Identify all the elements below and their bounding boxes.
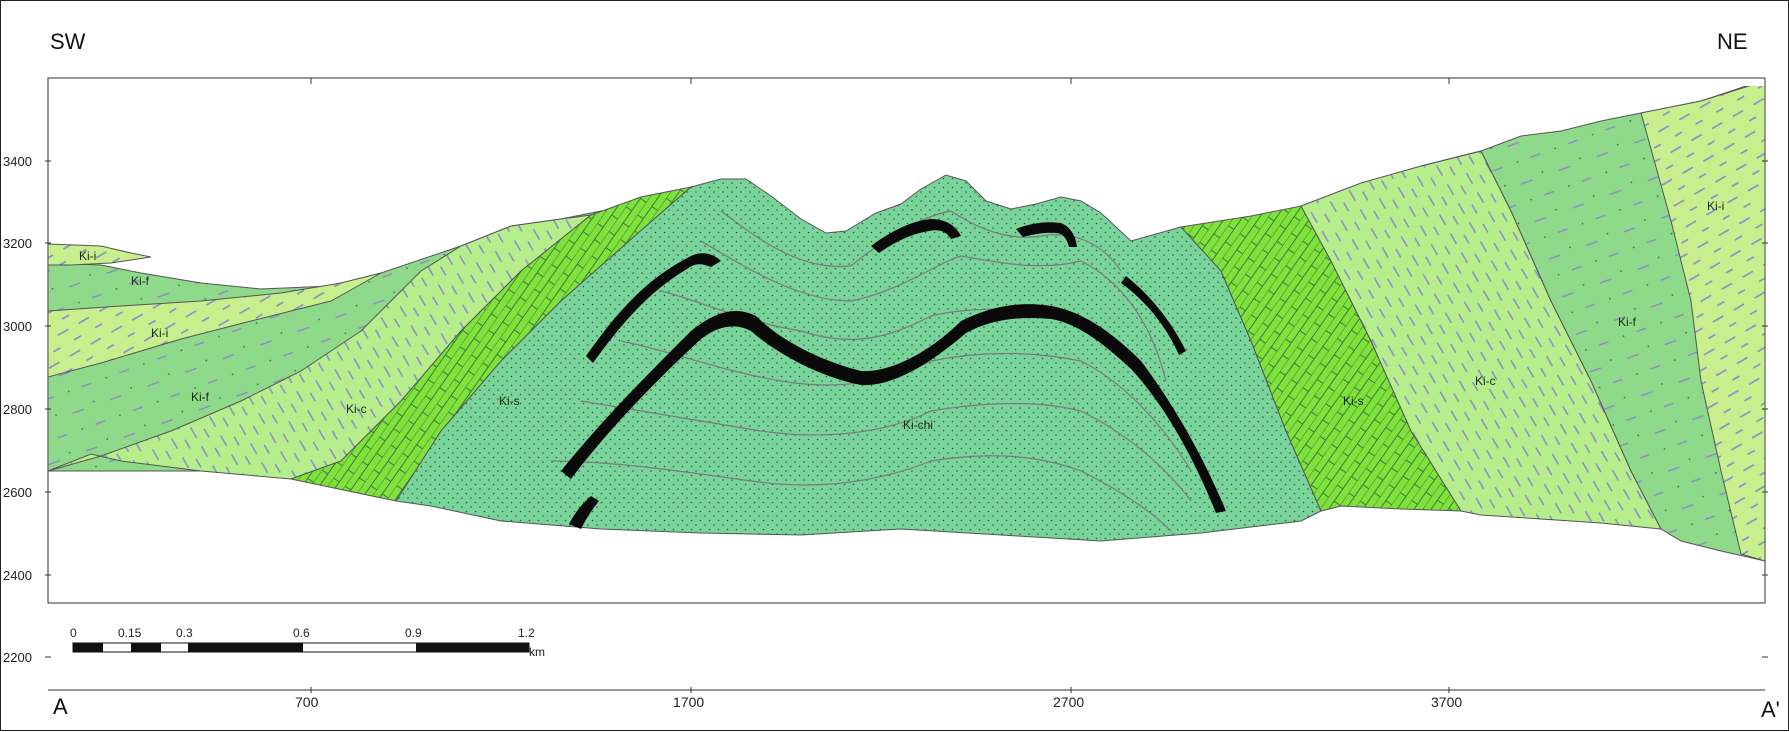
label-ki-f-right: Ki-f [1618,315,1637,329]
x-tick-700: 700 [295,694,319,710]
unit-ki-i-left-top [48,243,152,266]
scale-tick-015: 0.15 [118,626,142,640]
y-tick-3400: 3400 [3,154,32,169]
scale-tick-12: 1.2 [518,626,535,640]
x-tick-1700: 1700 [673,694,704,710]
label-ki-s-right: Ki-s [1343,394,1364,408]
scale-tick-06: 0.6 [293,626,310,640]
label-ki-i-left-mid: Ki-i [151,326,168,340]
y-tick-3200: 3200 [3,236,32,251]
label-ki-i-right: Ki-i [1707,199,1724,213]
scale-tick-03: 0.3 [176,626,193,640]
unit-ki-i-left-mid [48,272,382,378]
scale-bar: 0 0.15 0.3 0.6 0.9 1.2 km [70,626,545,659]
y-tick-3000: 3000 [3,319,32,334]
label-ki-f-left-low: Ki-f [191,390,210,404]
scale-tick-09: 0.9 [405,626,422,640]
unit-ki-c-left [48,214,593,480]
orientation-ne-label: NE [1717,29,1748,54]
x-tick-2700: 2700 [1053,694,1084,710]
y-tick-2400: 2400 [3,568,32,583]
label-ki-c-right: Ki-c [1475,374,1496,388]
section-start-label: A [53,694,68,719]
geologic-units [48,86,1765,562]
unit-ki-i-right [1640,86,1765,562]
label-ki-chi: Ki-chi [903,418,933,432]
orientation-sw-label: SW [50,29,86,54]
unit-labels: Ki-i Ki-f Ki-i Ki-f Ki-c Ki-s Ki-chi Ki-… [79,199,1724,432]
label-ki-i-left-top: Ki-i [79,249,96,263]
y-axis-left: 3400 3200 3000 2800 2600 2400 2200 [3,154,51,665]
scale-unit-km: km [529,645,545,659]
y-tick-2800: 2800 [3,402,32,417]
scale-tick-0: 0 [70,626,77,640]
x-axis-bottom: 700 1700 2700 3700 [295,687,1462,710]
section-end-label: A' [1761,697,1780,722]
top-axis-ticks [310,78,1450,84]
label-ki-s-left: Ki-s [499,394,520,408]
label-ki-f-left-top: Ki-f [131,274,150,288]
y-tick-2200: 2200 [3,650,32,665]
label-ki-c-left: Ki-c [346,402,367,416]
coal-seams [561,219,1226,529]
x-tick-3700: 3700 [1431,694,1462,710]
y-tick-2600: 2600 [3,485,32,500]
y-axis-right-ticks [1762,160,1768,658]
